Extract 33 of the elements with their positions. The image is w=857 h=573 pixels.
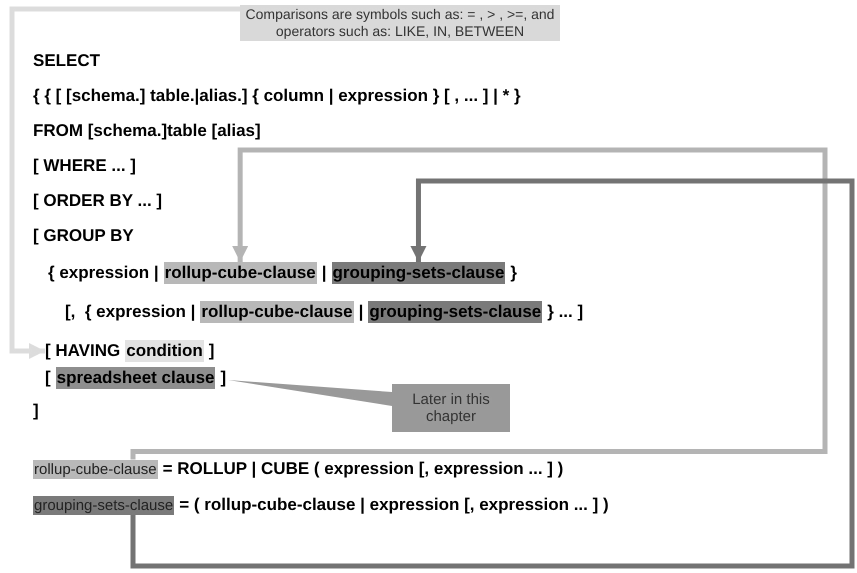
arrow [130, 148, 828, 462]
syntax-text: ] [220, 368, 226, 388]
callout-box: Comparisons are symbols such as: = , > , >=, and operators such as: LIKE, IN, BETWEEN [240, 5, 560, 41]
syntax-text: [, { expression | [65, 302, 196, 322]
syntax-text: [ HAVING [45, 341, 120, 361]
syntax-text: = ROLLUP | CUBE ( expression [, expression ... ] ) [162, 459, 564, 479]
syntax-text: } [510, 263, 518, 283]
syntax-text: SELECT [33, 51, 100, 71]
syntax-text: { expression | [48, 263, 159, 283]
highlighted-term: grouping-sets-clause [33, 496, 174, 514]
syntax-text: { { [ [schema.] table.|alias.] { column | expression } [ , ... ] | * } [33, 86, 521, 106]
syntax-text: [ WHERE ... ] [33, 156, 136, 176]
syntax-text: ] [33, 401, 39, 421]
syntax-text: } ... ] [547, 302, 584, 322]
highlighted-term: condition [125, 340, 204, 362]
callout-box: Later in this chapter [392, 384, 510, 432]
syntax-text: | [322, 263, 326, 283]
callout-pointer [228, 380, 392, 406]
syntax-text: [ ORDER BY ... ] [33, 191, 162, 211]
syntax-text: FROM [schema.]table [alias] [33, 121, 261, 141]
syntax-text: | [358, 302, 364, 322]
arrow [10, 6, 240, 359]
highlighted-term: rollup-cube-clause [33, 460, 158, 478]
highlighted-term: rollup-cube-clause [164, 262, 317, 284]
syntax-text: = ( rollup-cube-clause | expression [, expression ... ] ) [179, 495, 609, 515]
arrow [130, 178, 854, 568]
highlighted-term: rollup-cube-clause [200, 301, 354, 323]
syntax-text: [ GROUP BY [33, 226, 134, 246]
syntax-text: ] [208, 341, 214, 361]
highlighted-term: grouping-sets-clause [368, 301, 542, 323]
highlighted-term: grouping-sets-clause [332, 262, 506, 284]
highlighted-term: spreadsheet clause [56, 367, 216, 389]
syntax-text: [ [45, 368, 51, 388]
